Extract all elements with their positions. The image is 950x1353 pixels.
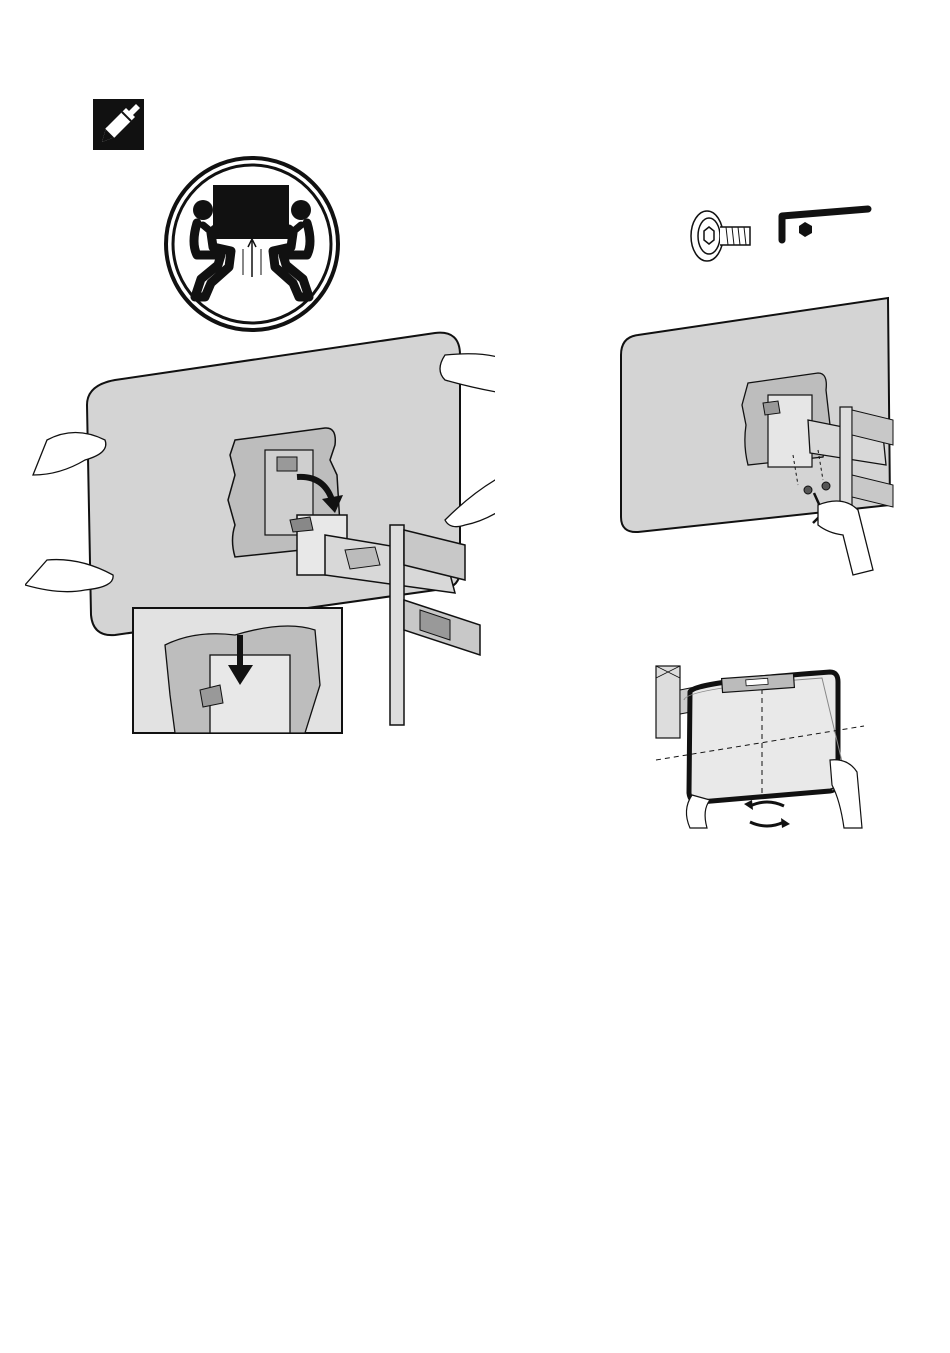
hex-key-icon (772, 200, 876, 246)
rotate-arrows-icon (742, 798, 792, 830)
tighten-safety-screw-figure (618, 295, 900, 580)
pencil-note-icon (92, 98, 145, 151)
hook-tv-onto-arm-figure (25, 325, 495, 745)
screw-icon (686, 205, 756, 267)
two-person-lift-icon (163, 155, 341, 333)
